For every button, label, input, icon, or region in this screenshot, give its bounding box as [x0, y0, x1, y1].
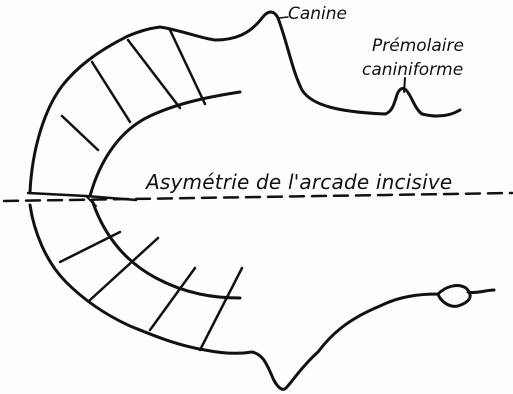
- premolaire-label: Prémolaire: [372, 38, 464, 55]
- upper-tooth-divider: [62, 116, 98, 150]
- upper-tooth-divider: [92, 62, 130, 122]
- upper-tooth-divider: [128, 40, 180, 108]
- canine-leader-line: [279, 17, 288, 18]
- canine-label: Canine: [288, 6, 347, 23]
- asymmetry-label: Asymétrie de l'arcade incisive: [146, 172, 452, 192]
- upper-tooth-divider: [170, 30, 205, 104]
- lower-inner-arch-outline: [92, 200, 240, 298]
- lower-tooth-divider: [200, 268, 242, 350]
- dashed-midline-axis: [4, 193, 512, 201]
- lower-tooth-divider: [90, 238, 158, 300]
- caniniforme-label: caniniforme: [362, 62, 463, 79]
- lower-tooth-divider: [60, 232, 120, 262]
- lower-outer-arch-outline: [30, 205, 494, 389]
- premolar-cusp-line: [404, 78, 405, 92]
